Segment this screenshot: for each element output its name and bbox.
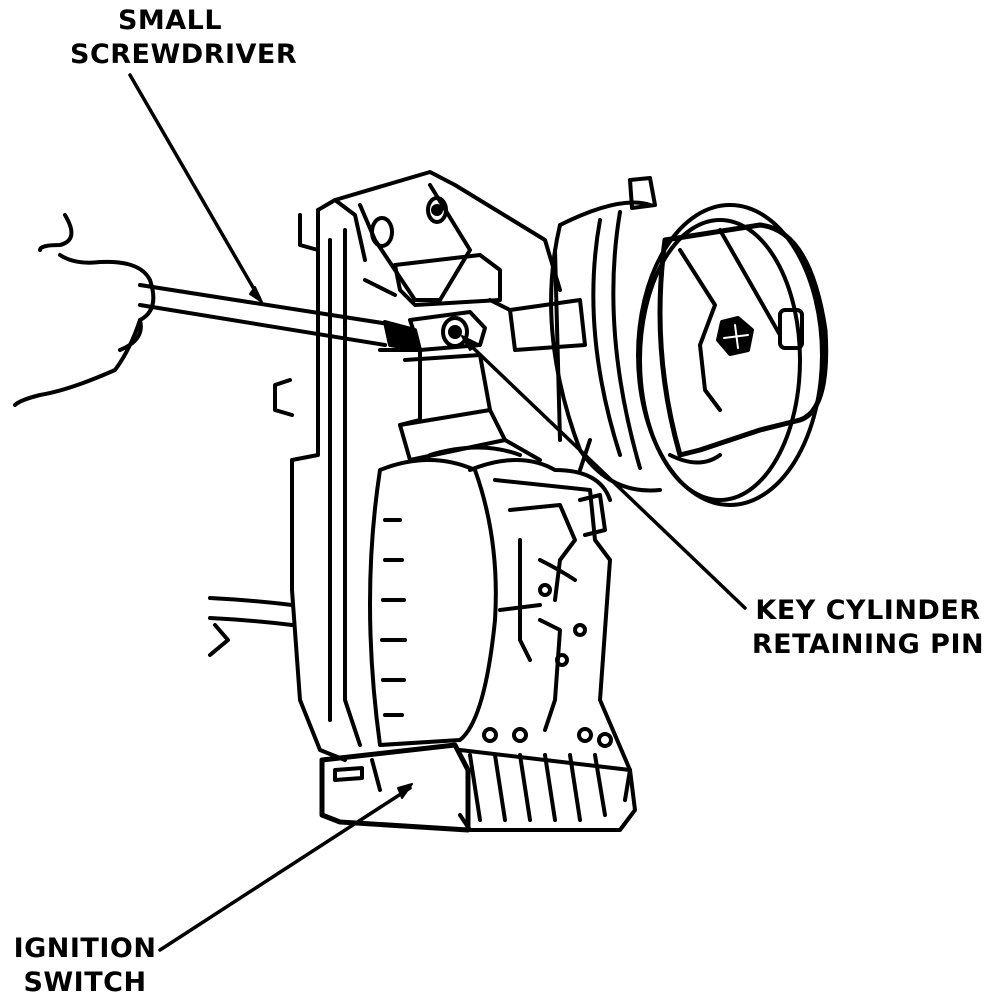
label-line: RETAINING PIN <box>751 629 985 660</box>
label-ignition-switch: IGNITION SWITCH <box>0 932 170 1000</box>
label-line: SMALL <box>117 5 223 36</box>
leader-lines <box>128 73 747 952</box>
lock-housing <box>273 170 587 762</box>
hand <box>13 213 156 407</box>
label-line: IGNITION <box>13 933 157 964</box>
leader-ignition-switch <box>158 786 412 952</box>
leader-screwdriver <box>128 73 260 298</box>
ignition-switch-assembly <box>208 438 637 833</box>
label-line: SCREWDRIVER <box>70 39 298 70</box>
label-line: KEY CYLINDER <box>755 595 981 626</box>
label-line: SWITCH <box>23 967 147 998</box>
label-small-screwdriver: SMALL SCREWDRIVER <box>70 4 298 72</box>
key-cylinder <box>549 176 829 507</box>
leader-retaining-pin <box>466 341 747 610</box>
label-key-cylinder-retaining-pin: KEY CYLINDER RETAINING PIN <box>748 594 988 662</box>
screwdriver <box>138 283 422 352</box>
